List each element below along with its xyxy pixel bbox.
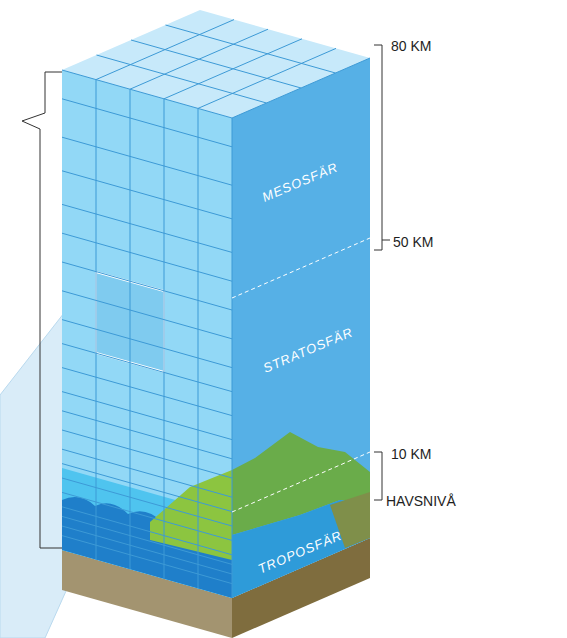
grid-line [62, 478, 232, 526]
bracket [22, 72, 62, 548]
grid-line [62, 526, 232, 574]
grid-line [62, 464, 232, 512]
altitude-label: HAVSNIVÅ [386, 494, 456, 508]
grid-line [131, 40, 301, 88]
grid-line [166, 25, 336, 73]
grid-line [62, 449, 232, 497]
grid-line [232, 118, 233, 598]
grid-line [97, 55, 267, 103]
altitude-label: 10 KM [391, 447, 431, 461]
grid-line [62, 320, 232, 368]
grid-line [62, 70, 232, 118]
grid [62, 20, 370, 598]
grid-line [62, 368, 232, 416]
grid-line [62, 233, 232, 281]
grid-line [62, 536, 232, 584]
altitude-label: 80 KM [391, 39, 431, 53]
grid-line [62, 344, 232, 392]
grid-line [62, 291, 232, 339]
grid-line [62, 392, 232, 440]
grid-line [62, 411, 232, 459]
mountain-left [150, 470, 232, 560]
scale-bracket [374, 45, 390, 500]
grid-line [62, 262, 232, 310]
grid-line [62, 99, 232, 147]
left-face [62, 70, 232, 598]
layer-boundary [232, 452, 370, 512]
right-face [232, 58, 370, 598]
altitude-label: 50 KM [393, 235, 433, 249]
grid-line [62, 204, 232, 252]
grid-line [232, 58, 370, 118]
grid-line [62, 507, 232, 555]
grid-line [62, 516, 232, 564]
layer-boundary [232, 238, 370, 298]
